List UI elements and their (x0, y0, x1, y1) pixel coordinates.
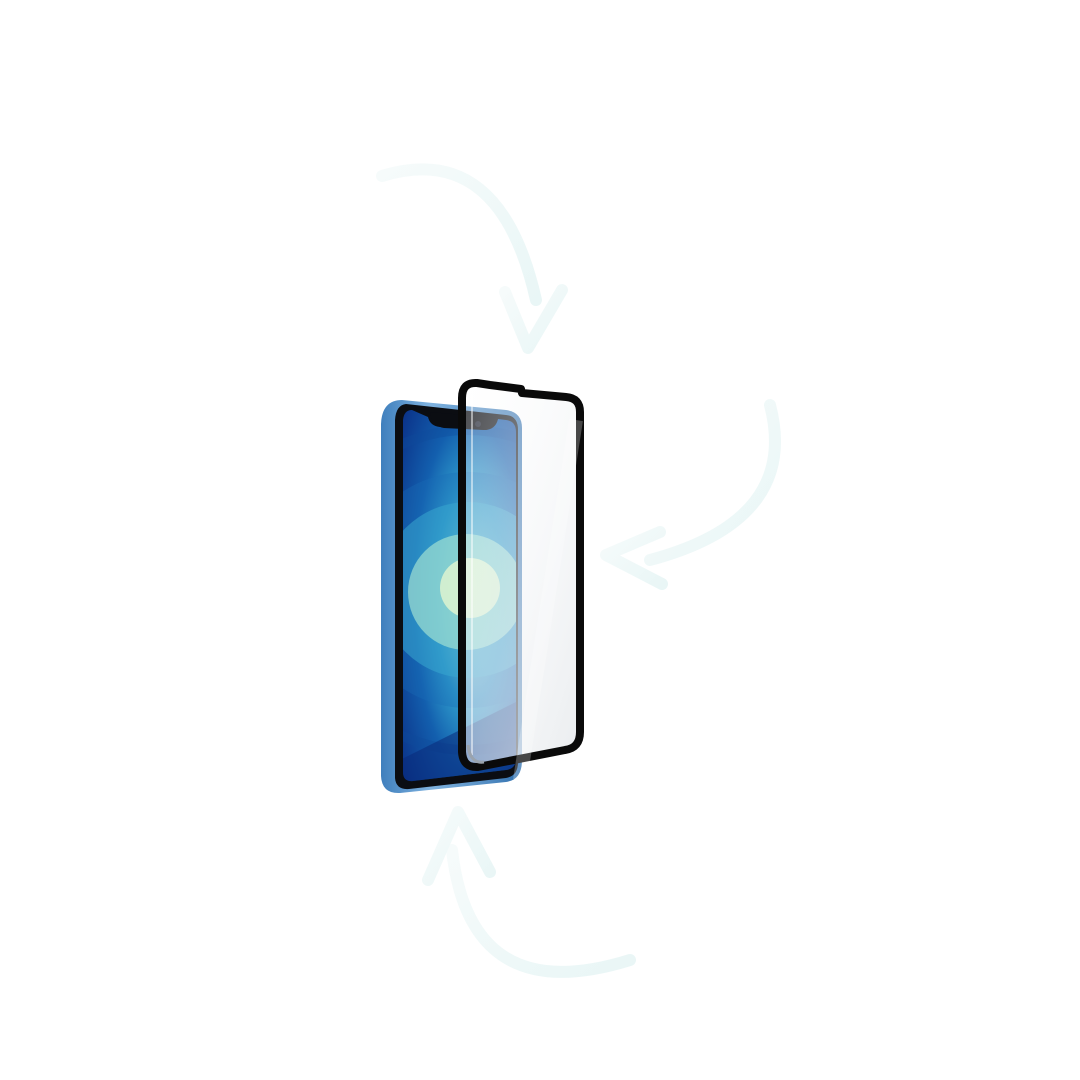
curved-arrow-right-icon (600, 399, 781, 590)
curved-arrow-bottom-icon (422, 806, 636, 978)
curved-arrow-top-icon (376, 163, 568, 354)
screen-protector (458, 378, 584, 782)
